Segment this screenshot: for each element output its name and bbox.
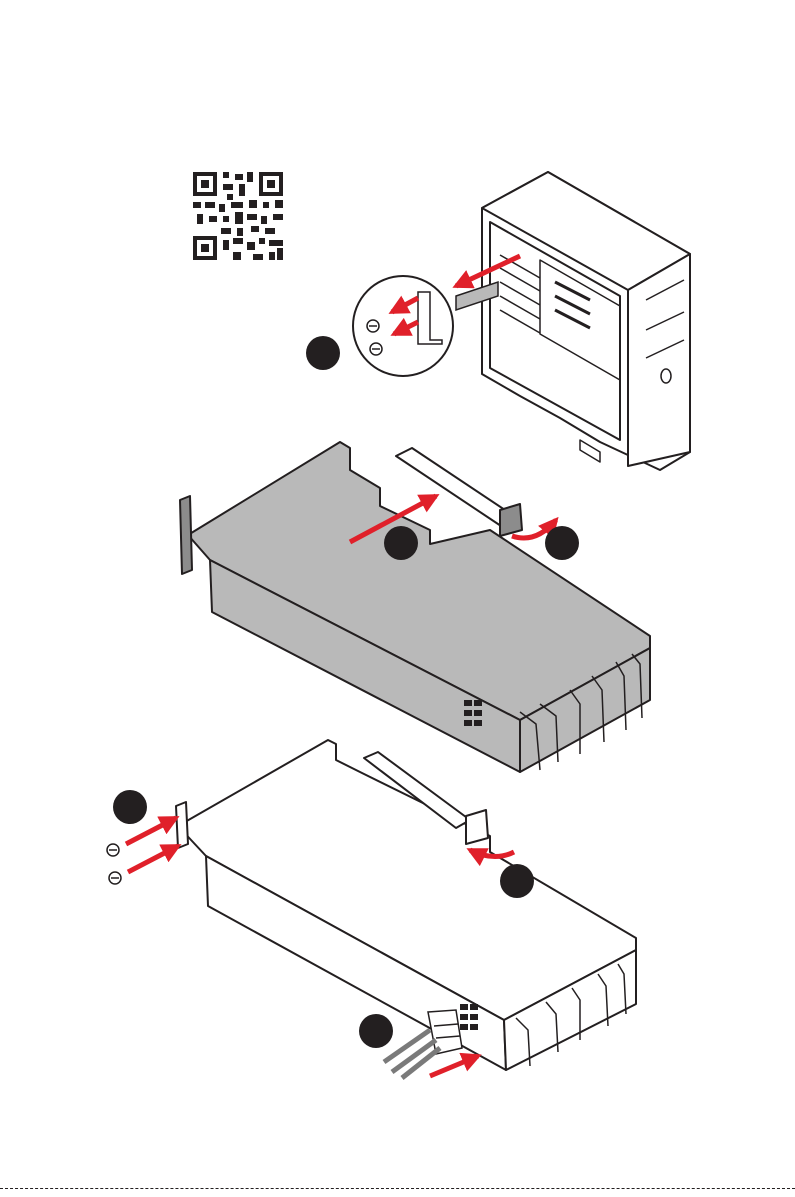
screw-icon	[107, 844, 121, 884]
qr-code-icon	[193, 172, 283, 260]
graphics-card-small	[176, 740, 636, 1070]
step-badge-5	[500, 864, 534, 898]
step-badge-4	[113, 790, 147, 824]
pc-case	[482, 172, 690, 470]
step-badge-2	[384, 526, 418, 560]
graphics-card-large	[180, 442, 650, 772]
step-badge-6	[359, 1014, 393, 1048]
step-badge-3	[545, 526, 579, 560]
footer-divider	[0, 1188, 795, 1189]
step-badge-1	[306, 336, 340, 370]
